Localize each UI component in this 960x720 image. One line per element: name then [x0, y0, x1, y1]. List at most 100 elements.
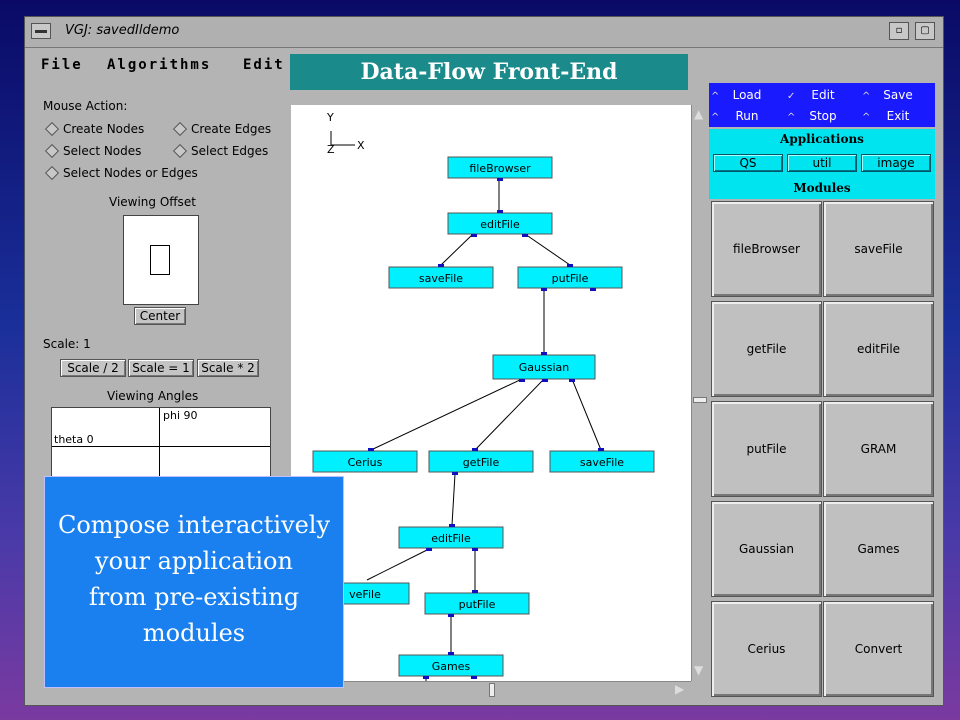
module-cerius-button[interactable]: Cerius: [711, 601, 822, 697]
node-editFile[interactable]: editFile: [447, 210, 553, 237]
node-label: saveFile: [580, 456, 624, 469]
maximize-button[interactable]: ▢: [915, 22, 935, 40]
mouse-action-label: Mouse Action:: [43, 99, 128, 113]
callout-box: Compose interactively your application f…: [44, 476, 344, 688]
minimize-button[interactable]: ▫: [889, 22, 909, 40]
module-gaussian-button[interactable]: Gaussian: [711, 501, 822, 597]
edge: [451, 473, 456, 526]
vertical-scrollbar[interactable]: ▲ ▼: [691, 105, 708, 681]
window-menu-button[interactable]: [31, 23, 51, 39]
scale-double-button[interactable]: Scale * 2: [197, 359, 259, 377]
node-Games[interactable]: Games: [398, 652, 504, 679]
slide-title-banner: Data-Flow Front-End: [290, 54, 688, 90]
viewing-offset-pad[interactable]: [123, 215, 199, 305]
chevron-up-icon: ^: [711, 91, 720, 102]
scale-reset-button[interactable]: Scale = 1: [128, 359, 194, 377]
diamond-radio-icon: [44, 121, 60, 137]
node-Cerius[interactable]: Cerius: [312, 448, 418, 473]
save-button[interactable]: ^Save: [862, 85, 932, 105]
menu-bar: File Algorithms Edit: [25, 55, 943, 77]
axis-indicator: Y X Z: [326, 111, 365, 156]
node-saveFile[interactable]: saveFile: [388, 264, 494, 289]
stop-button[interactable]: ^Stop: [787, 106, 857, 126]
scale-half-button[interactable]: Scale / 2: [60, 359, 126, 377]
module-putfile-button[interactable]: putFile: [711, 401, 822, 497]
node-Gaussian[interactable]: Gaussian: [492, 352, 596, 382]
callout-line: your application: [95, 547, 293, 575]
edge: [524, 233, 571, 266]
scroll-up-arrow-icon[interactable]: ▲: [694, 107, 704, 121]
node-putFile-2[interactable]: putFile: [424, 590, 530, 617]
app-util-button[interactable]: util: [787, 154, 857, 172]
edge: [571, 378, 602, 451]
axis-y-label: Y: [326, 111, 334, 124]
callout-line: modules: [142, 619, 246, 647]
callout-line: Compose interactively: [57, 511, 331, 539]
chevron-up-icon: ^: [862, 112, 871, 123]
menu-algorithms[interactable]: Algorithms: [107, 57, 212, 73]
viewing-offset-marker[interactable]: [150, 245, 170, 275]
node-label: veFile: [349, 588, 381, 601]
right-panel: ^Load ✓Edit ^Save ^Run ^Stop ^Exit Appli…: [709, 83, 935, 699]
node-putFile[interactable]: putFile: [517, 264, 623, 291]
node-saveFile-2[interactable]: saveFile: [549, 448, 655, 473]
module-getfile-button[interactable]: getFile: [711, 301, 822, 397]
load-button[interactable]: ^Load: [711, 85, 781, 105]
window-title: VGJ: savedIldemo: [65, 23, 180, 38]
edge: [366, 548, 430, 581]
theta-label: theta 0: [54, 433, 94, 446]
center-button[interactable]: Center: [134, 307, 186, 325]
title-bar[interactable]: VGJ: savedIldemo ▫ ▢: [25, 17, 943, 48]
node-label: Games: [432, 660, 471, 673]
node-label: editFile: [480, 218, 520, 231]
module-games-button[interactable]: Games: [823, 501, 934, 597]
chevron-up-icon: ^: [787, 112, 796, 123]
node-fileBrowser[interactable]: fileBrowser: [447, 156, 553, 181]
radio-select-edges[interactable]: Select Edges: [172, 143, 268, 159]
edge: [440, 233, 474, 266]
scale-label: Scale: 1: [43, 337, 91, 351]
radio-create-edges[interactable]: Create Edges: [172, 121, 271, 137]
module-gram-button[interactable]: GRAM: [823, 401, 934, 497]
module-editfile-button[interactable]: editFile: [823, 301, 934, 397]
viewing-angles-label: Viewing Angles: [107, 389, 199, 403]
radio-create-nodes[interactable]: Create Nodes: [44, 121, 144, 137]
scroll-right-arrow-icon[interactable]: ▶: [675, 682, 685, 696]
scroll-down-arrow-icon[interactable]: ▼: [694, 663, 704, 677]
module-filebrowser-button[interactable]: fileBrowser: [711, 201, 822, 297]
angles-horizontal-line: [52, 446, 270, 447]
edit-button[interactable]: ✓Edit: [787, 85, 857, 105]
edge: [370, 378, 523, 451]
chevron-up-icon: ^: [862, 91, 871, 102]
node-getFile[interactable]: getFile: [428, 448, 534, 475]
phi-label: phi 90: [163, 409, 198, 422]
diamond-radio-icon: [44, 165, 60, 181]
axis-x-label: X: [357, 139, 365, 152]
applications-row: QS util image: [709, 149, 935, 177]
run-button[interactable]: ^Run: [711, 106, 781, 126]
app-qs-button[interactable]: QS: [713, 154, 783, 172]
graph-edges: [366, 178, 602, 681]
menu-file[interactable]: File: [41, 57, 83, 73]
graph-canvas[interactable]: Y X Z fileBrowser: [291, 105, 691, 681]
node-label: getFile: [463, 456, 500, 469]
menu-edit[interactable]: Edit: [243, 57, 285, 73]
horizontal-scrollbar[interactable]: ▶: [291, 681, 691, 698]
node-editFile-2[interactable]: editFile: [398, 524, 504, 551]
module-savefile-button[interactable]: saveFile: [823, 201, 934, 297]
app-image-button[interactable]: image: [861, 154, 931, 172]
node-label: putFile: [552, 272, 589, 285]
module-convert-button[interactable]: Convert: [823, 601, 934, 697]
radio-select-nodes-or-edges[interactable]: Select Nodes or Edges: [44, 165, 198, 181]
app-window: VGJ: savedIldemo ▫ ▢ File Algorithms Edi…: [24, 16, 944, 706]
modules-header: Modules: [709, 177, 935, 199]
applications-header: Applications: [709, 129, 935, 149]
graph-svg: Y X Z fileBrowser: [304, 111, 655, 681]
exit-button[interactable]: ^Exit: [862, 106, 932, 126]
callout-line: from pre-existing: [88, 583, 300, 611]
diamond-radio-icon: [172, 121, 188, 137]
radio-select-nodes[interactable]: Select Nodes: [44, 143, 141, 159]
viewing-offset-label: Viewing Offset: [109, 195, 196, 209]
scroll-thumb[interactable]: [693, 397, 707, 403]
hscroll-thumb[interactable]: [489, 683, 495, 697]
